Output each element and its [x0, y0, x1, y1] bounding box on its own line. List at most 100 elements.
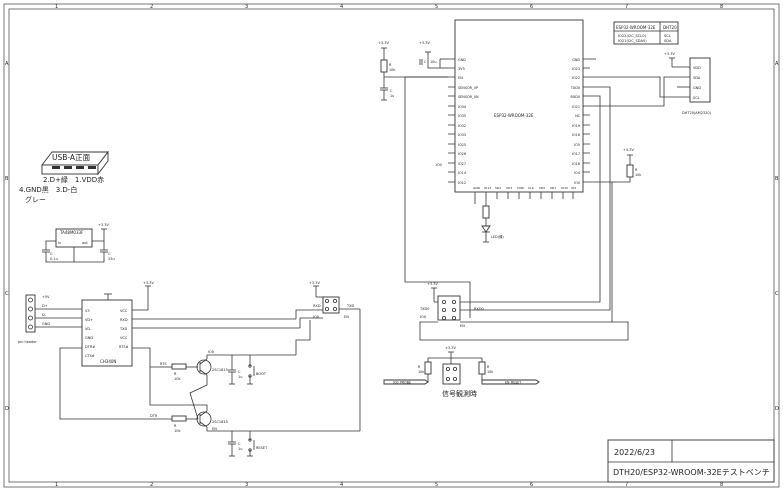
col-label-2: 2: [150, 4, 153, 10]
dht20-vcc: +3.3V: [664, 52, 675, 56]
col-label-3b: 3: [245, 482, 248, 488]
dht20-pin-sda: SDA: [693, 76, 701, 80]
row-labels: A B C D A B C D: [5, 61, 779, 412]
label-esp32-bottom_pins-9: IO2: [571, 186, 576, 190]
title-text: DTH20/ESP32-WROOM-32Eテストベンチ: [613, 468, 770, 477]
label-esp32-left_pins-10: IO26: [458, 152, 466, 156]
io0-pullup-vcc: +3.3V: [623, 148, 634, 152]
row-label-b-right: B: [775, 176, 779, 182]
esp32-name: ESP32-WROOM-32E: [494, 113, 534, 118]
label-esp32-left_pins-11: IO27: [458, 162, 466, 166]
label-esp32-right_pins-4: RXD0: [571, 95, 580, 99]
signal-probe-block: +3.3V R 10k R 10k IO0_PROBE EN_RESET 信号観…: [383, 346, 540, 398]
esp32-pin-stubs: [448, 58, 590, 199]
table-row1-esp32: IO22(I2C_SCL0): [618, 34, 647, 38]
col-label-6b: 6: [530, 482, 533, 488]
usb-shield-label: グレー: [25, 195, 46, 204]
dht20-sensor: VDD SDA GND SCL DHT20(AM2320) +3.3V: [590, 52, 712, 115]
label-esp32-left_pins-1: 3V3: [458, 67, 465, 71]
signal-left-tag: IO0_PROBE: [393, 380, 411, 384]
row-label-c: C: [5, 291, 9, 297]
dtr-net-label: DTR: [150, 414, 158, 418]
ch340-pin-vdp: VD+: [85, 318, 93, 322]
io0-pullup-r: R: [635, 168, 638, 172]
rts-net-label: RTS: [160, 362, 167, 366]
ch340-pin-rxd: RXD: [120, 318, 128, 322]
regulator-in: in: [58, 241, 61, 245]
label-esp32-bottom_pins-3: SD3: [506, 186, 512, 190]
header-pin-dp: D+: [42, 304, 48, 308]
signal-r2-value: 10k: [487, 370, 493, 374]
label-esp32-right_pins-8: IO18: [572, 133, 580, 137]
reset-button-label: RESET: [256, 446, 268, 450]
dht20-pin-gnd: GND: [693, 86, 701, 90]
col-label-5: 5: [435, 4, 438, 10]
label-esp32-right_pins-13: IO0: [574, 181, 580, 185]
regulator-c2: C: [108, 252, 111, 256]
label-esp32-left_pins-6: IO35: [458, 114, 466, 118]
label-esp32-left_pins-5: IO34: [458, 105, 466, 109]
esp32-right-pin-labels: GND IO23 IO22 TXD0 RXD0 IO21 NC IO19 IO1…: [570, 58, 581, 185]
label-esp32-left_pins-13: IO12: [458, 181, 466, 185]
col-label-8b: 8: [720, 482, 723, 488]
label-esp32-bottom_pins-8: IO15: [561, 186, 568, 190]
label-esp32-right_pins-7: IO19: [572, 124, 580, 128]
row-label-d-right: D: [775, 406, 779, 412]
title-date: 2022/6/23: [614, 448, 655, 457]
q2-label: 2SC1815: [212, 420, 228, 424]
cap2-value: 1u: [238, 447, 242, 451]
header-pin-gnd: GND: [42, 322, 50, 326]
conn2-txd: TXD0: [419, 307, 429, 311]
col-label-7b: 7: [625, 482, 628, 488]
regulator-c2-value: 33u: [108, 257, 115, 261]
sheet-border: [3, 3, 780, 488]
header-pin-5v: +5V: [42, 295, 50, 299]
en-pullup-r: R: [389, 63, 392, 67]
ch340-pin-txd: TXD: [119, 327, 128, 331]
signal-r1-value: 10k: [418, 370, 424, 374]
regulator-block: TA48M033F in out C 0.1u C 33u +3.3V: [42, 223, 115, 263]
label-esp32-left_pins-2: EN: [458, 76, 463, 80]
signal-vcc: +3.3V: [445, 346, 456, 350]
label-esp32-left_pins-3: SENSOR_VP: [458, 86, 478, 90]
esp32-c-label: C: [424, 60, 427, 64]
col-label-4: 4: [340, 4, 343, 10]
ch340-pin-rts: RTS#: [119, 345, 129, 349]
col-label-4b: 4: [340, 482, 343, 488]
en-cap-value: 1u: [390, 94, 394, 98]
esp32-bottom-pin-labels: GND IO13 SD2 SD3 CMD CLK SD0 SD1 IO15 IO…: [473, 186, 576, 190]
label-esp32-right_pins-2: IO22: [572, 76, 580, 80]
row-label-a: A: [5, 61, 9, 67]
col-label-1: 1: [55, 4, 58, 10]
dht20-pin-vdd: VDD: [693, 66, 701, 70]
cap2-label: C: [238, 442, 241, 446]
signal-r2: R: [487, 365, 490, 369]
row-label-d: D: [5, 406, 9, 412]
esp32-left-pin-labels: GND 3V3 EN SENSOR_VP SENSOR_VN IO34 IO35…: [458, 58, 479, 185]
ch340-pin-v3: V3: [85, 309, 90, 313]
label-esp32-right_pins-11: IO16: [572, 162, 580, 166]
io0-net-label: IO0: [208, 350, 214, 354]
header-name: pin header: [18, 340, 37, 344]
r2-value: 10k: [174, 429, 181, 433]
regulator-c1: C: [50, 252, 53, 256]
ch340-name: CH340N: [100, 359, 116, 364]
label-esp32-right_pins-1: IO23: [572, 67, 580, 71]
label-esp32-right_pins-10: IO17: [572, 152, 580, 156]
label-esp32-bottom_pins-4: CMD: [517, 186, 525, 190]
io0-pullup-r-value: 10k: [635, 173, 641, 177]
pin-header: +5V D+ D- GND pin header: [18, 294, 82, 344]
uart-rxd: RXD: [313, 304, 321, 308]
label-esp32-left_pins-9: IO25: [458, 143, 466, 147]
col-label-7: 7: [625, 4, 628, 10]
label-esp32-left_pins-4: SENSOR_VN: [458, 95, 479, 99]
label-esp32-bottom_pins-2: SD2: [495, 186, 501, 190]
auto-reset-circuit: RTS R 10k 2SC1815 IO0 C 1u BOOT DTR R 10…: [149, 350, 360, 457]
status-led-label: LED(緑): [491, 234, 504, 239]
column-labels: 1 2 3 4 5 6 7 8 1 2 3 4 5 6 7 8: [55, 4, 723, 488]
row-label-b: B: [5, 176, 9, 182]
cap1-value: 1u: [238, 375, 242, 379]
esp32-module: ESP32-WROOM-32E GND 3V3 EN SENSOR_VP SEN…: [378, 19, 596, 243]
